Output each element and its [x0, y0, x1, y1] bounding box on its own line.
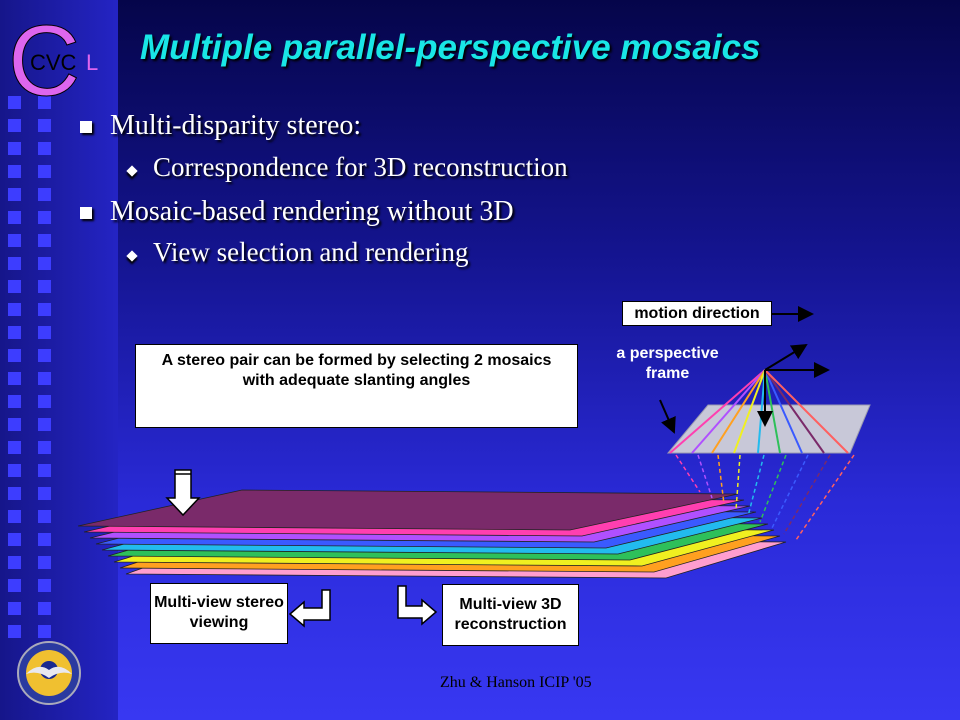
decorative-square: [38, 372, 51, 385]
down-block-arrow-icon: [165, 469, 201, 517]
decorative-square: [38, 510, 51, 523]
decorative-square: [8, 119, 21, 132]
decorative-square: [8, 510, 21, 523]
square-bullet-icon: [80, 121, 92, 133]
square-bullet-icon: [80, 207, 92, 219]
frame-ray: [691, 369, 766, 454]
decorative-square: [8, 211, 21, 224]
callout-box: A stereo pair can be formed by selecting…: [135, 344, 578, 428]
decorative-square: [38, 487, 51, 500]
projection-line: [717, 454, 725, 505]
decorative-square: [38, 96, 51, 109]
projection-line: [735, 454, 741, 511]
projection-line: [697, 454, 713, 499]
footer-credit: Zhu & Hanson ICIP '05: [440, 674, 592, 691]
bullet-1-sub-1: Correspondence for 3D reconstruction: [153, 152, 568, 182]
decorative-square: [8, 464, 21, 477]
decorative-square: [38, 257, 51, 270]
projection-line: [771, 454, 809, 529]
decorative-square: [8, 487, 21, 500]
decorative-square: [38, 211, 51, 224]
slide-title: Multiple parallel-perspective mosaics: [140, 28, 761, 67]
decorative-square: [38, 441, 51, 454]
frame-pointer-arrow: [659, 399, 676, 434]
decorative-square: [8, 96, 21, 109]
decorative-square: [8, 625, 21, 638]
decorative-square: [38, 418, 51, 431]
decorative-square: [8, 556, 21, 569]
decorative-square: [38, 556, 51, 569]
decorative-square: [8, 418, 21, 431]
stereo-viewing-text: Multi-view stereo viewing: [154, 594, 284, 631]
logo-l: L: [86, 50, 98, 75]
decorative-square: [8, 188, 21, 201]
frame-ray: [733, 369, 766, 454]
decorative-square: [38, 234, 51, 247]
decorative-square: [38, 188, 51, 201]
projection-dashed-lines: [675, 454, 855, 541]
projection-line: [747, 454, 765, 517]
decorative-square: [38, 464, 51, 477]
decorative-square: [38, 142, 51, 155]
decorative-square: [38, 326, 51, 339]
logo-big-c: C: [8, 5, 80, 110]
decorative-square: [38, 303, 51, 316]
decorative-square: [8, 441, 21, 454]
callout-text: A stereo pair can be formed by selecting…: [161, 352, 552, 389]
frame-ray: [711, 369, 766, 454]
decorative-square: [38, 602, 51, 615]
turn-left-arrow-icon: [288, 589, 331, 628]
decorative-square: [8, 395, 21, 408]
decorative-square: [38, 119, 51, 132]
decorative-square: [8, 142, 21, 155]
frame-ray: [764, 369, 803, 454]
reconstruction-box: Multi-view 3D reconstruction: [442, 584, 579, 646]
decorative-square: [8, 165, 21, 178]
cvcl-logo: C CVC L: [8, 5, 99, 111]
decorative-square: [8, 602, 21, 615]
decorative-square: [8, 533, 21, 546]
frame-rays: [669, 369, 849, 454]
turn-right-arrow-icon: [397, 585, 438, 626]
decorative-square: [38, 349, 51, 362]
camera-arrow-up: [764, 343, 808, 371]
decorative-square: [8, 257, 21, 270]
decorative-square: [8, 303, 21, 316]
decorative-square: [38, 395, 51, 408]
reconstruction-text: Multi-view 3D reconstruction: [454, 596, 567, 633]
frame-ray: [764, 369, 825, 454]
bullet-1: Multi-disparity stereo:: [110, 110, 362, 141]
air-force-emblem-icon: [17, 641, 81, 705]
decorative-square: [8, 349, 21, 362]
decorative-square: [8, 234, 21, 247]
decorative-square: [8, 326, 21, 339]
decorative-square: [38, 165, 51, 178]
decorative-square: [8, 372, 21, 385]
perspective-frame-label: a perspective frame: [616, 345, 719, 382]
bullet-2: Mosaic-based rendering without 3D: [110, 196, 514, 227]
frame-ray: [764, 369, 849, 454]
projection-line: [795, 454, 855, 541]
frame-ray: [669, 369, 766, 454]
projection-line: [783, 454, 831, 535]
projection-line: [675, 454, 701, 493]
decorative-square: [38, 625, 51, 638]
stereo-viewing-box: Multi-view stereo viewing: [150, 583, 288, 644]
motion-direction-text: motion direction: [634, 305, 760, 322]
logo-cvc: CVC: [30, 50, 77, 75]
decorative-square: [8, 579, 21, 592]
motion-direction-label: motion direction: [622, 301, 772, 326]
projection-line: [759, 454, 787, 523]
decorative-square: [38, 280, 51, 293]
bullet-2-sub-1: View selection and rendering: [153, 237, 469, 267]
decorative-square: [8, 280, 21, 293]
decorative-square: [38, 533, 51, 546]
mosaic-layers: [77, 489, 787, 579]
decorative-square: [38, 579, 51, 592]
